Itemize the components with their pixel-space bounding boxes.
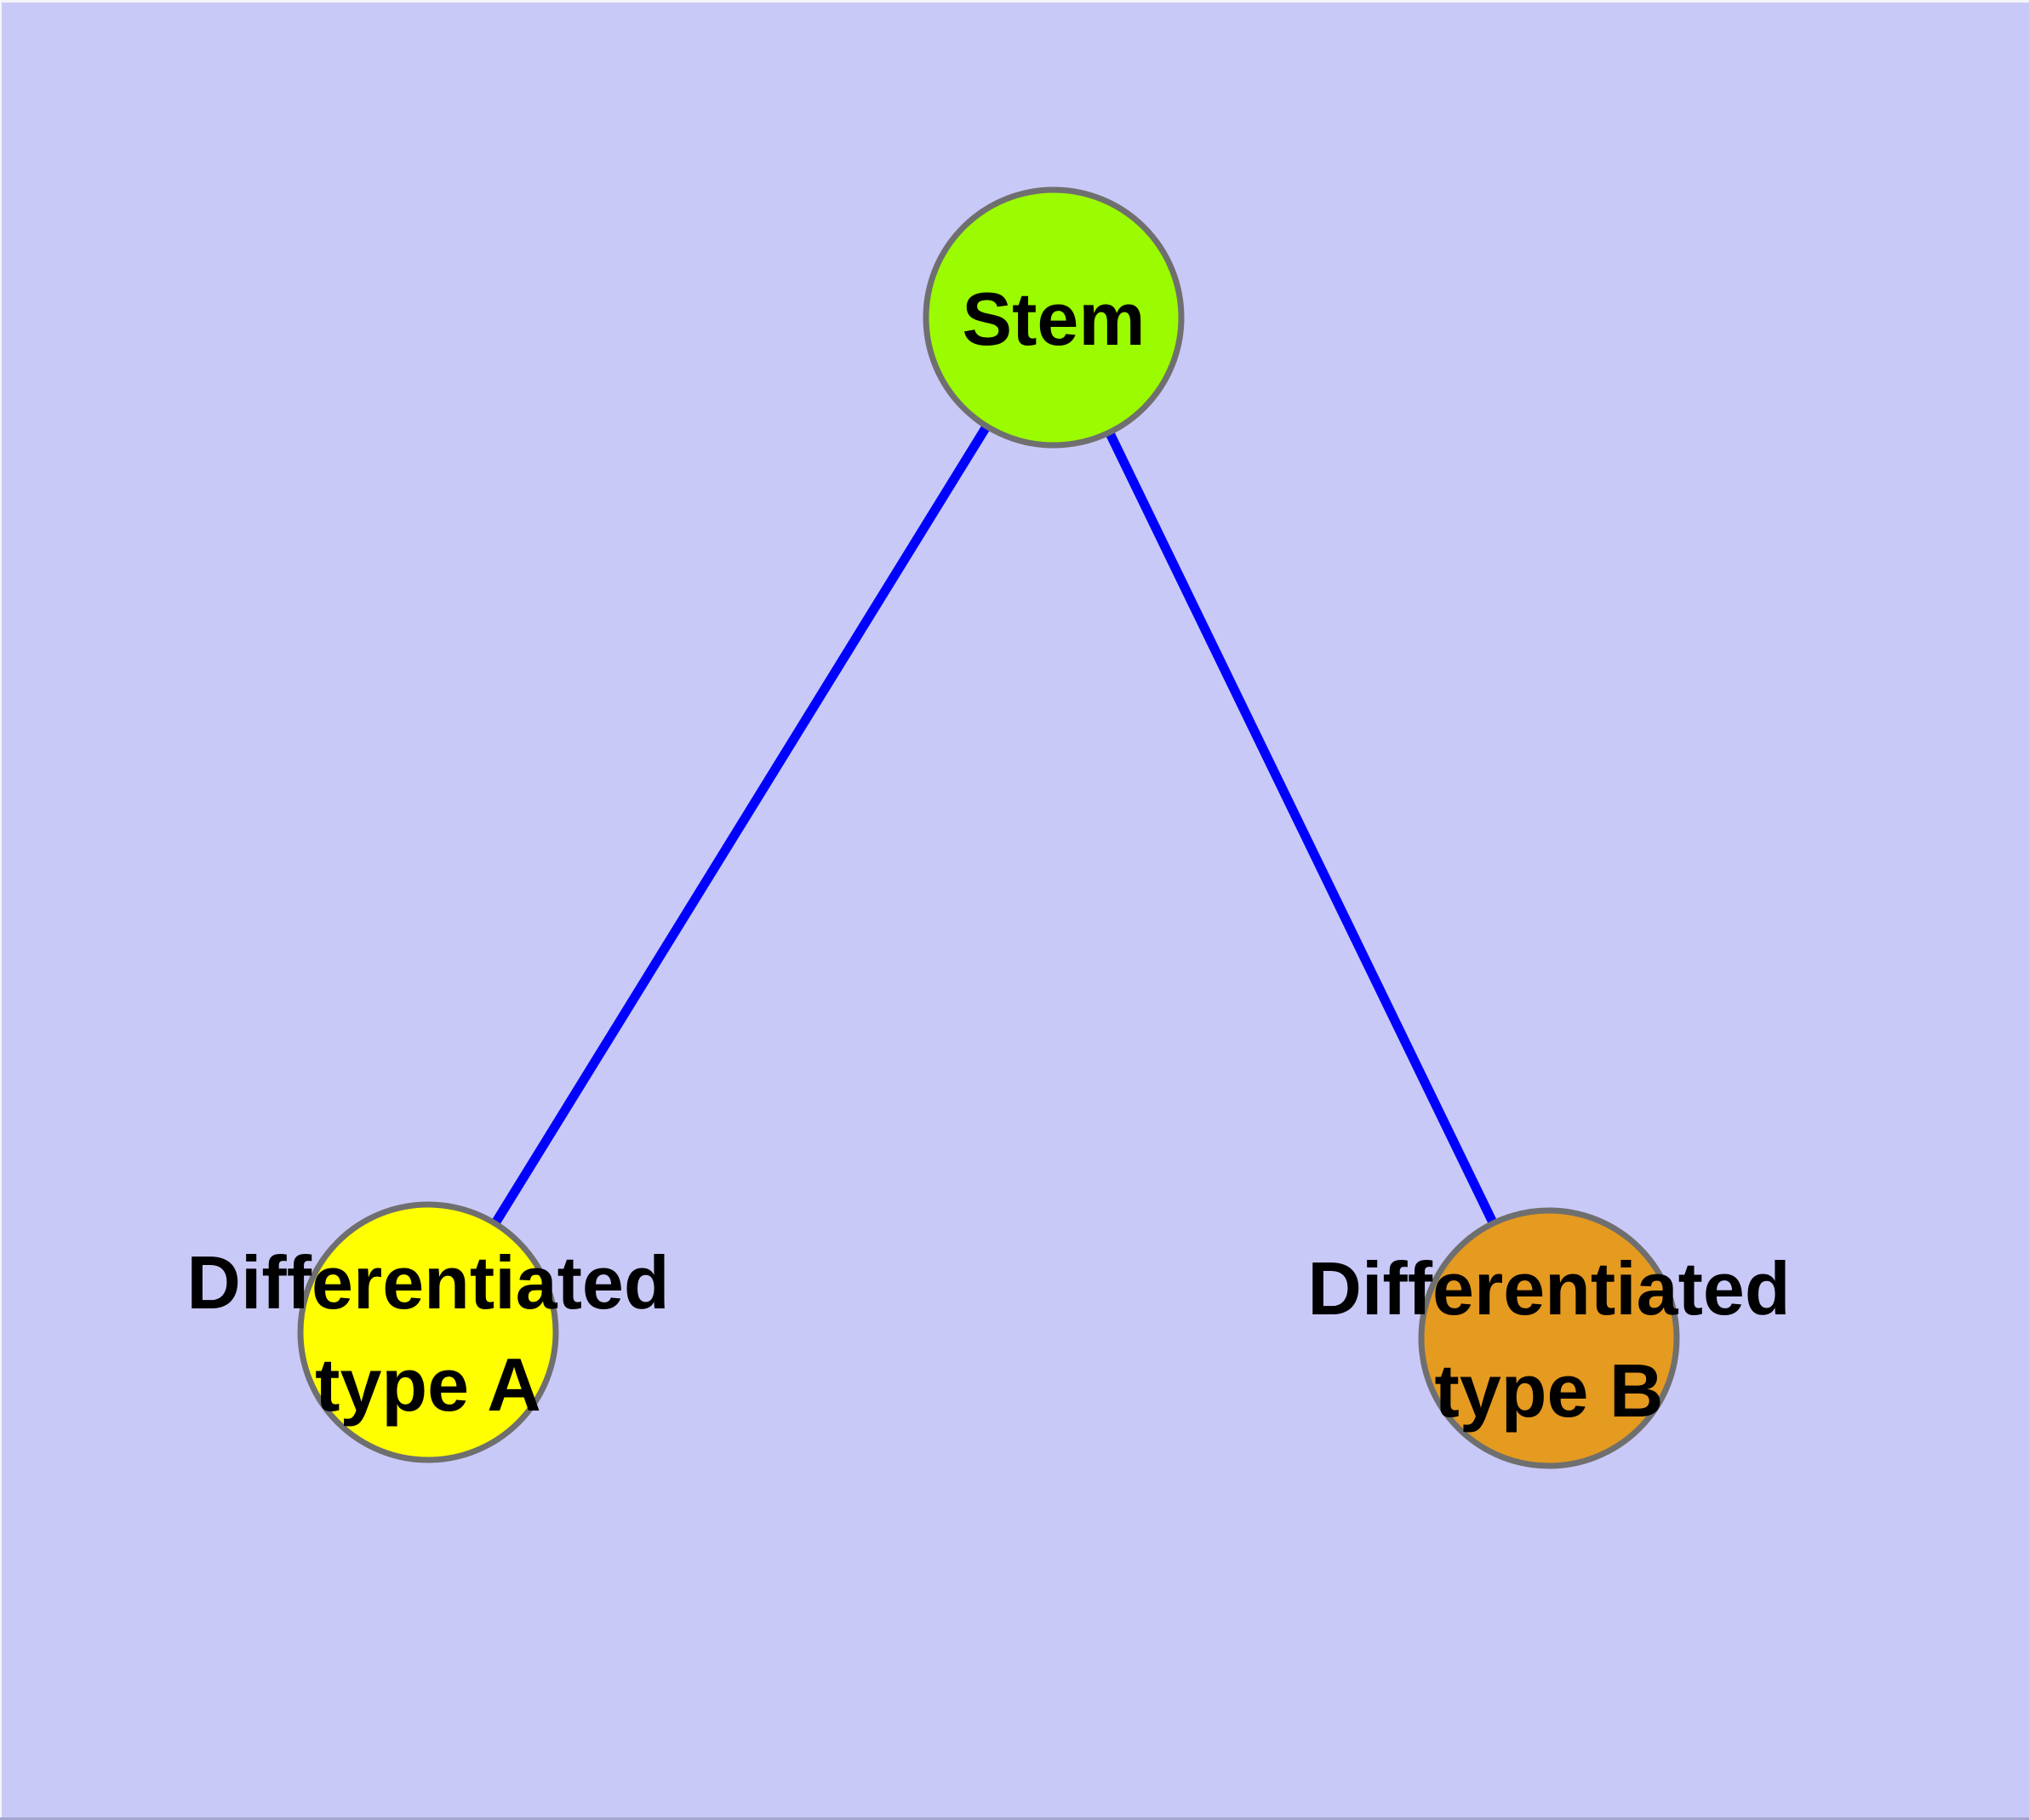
stem-node-label: Stem [962,277,1145,361]
top-edge-strip [0,0,2029,3]
differentiated-type-a-label-line2: type A [315,1342,541,1427]
differentiated-type-b-label-line2: type B [1435,1348,1664,1433]
differentiated-type-b-node[interactable] [1418,1207,1680,1469]
differentiated-type-a-label-line1: Differentiated [186,1240,669,1325]
edge-stem-to-type-b[interactable] [1049,315,1553,1341]
differentiated-type-a-node[interactable] [297,1201,559,1463]
stem-node[interactable] [923,186,1185,449]
bottom-edge-line [0,1817,2029,1820]
left-edge-strip [0,0,2,1820]
differentiated-type-b-label-line1: Differentiated [1307,1246,1790,1331]
edge-stem-to-type-a[interactable] [424,315,1058,1335]
